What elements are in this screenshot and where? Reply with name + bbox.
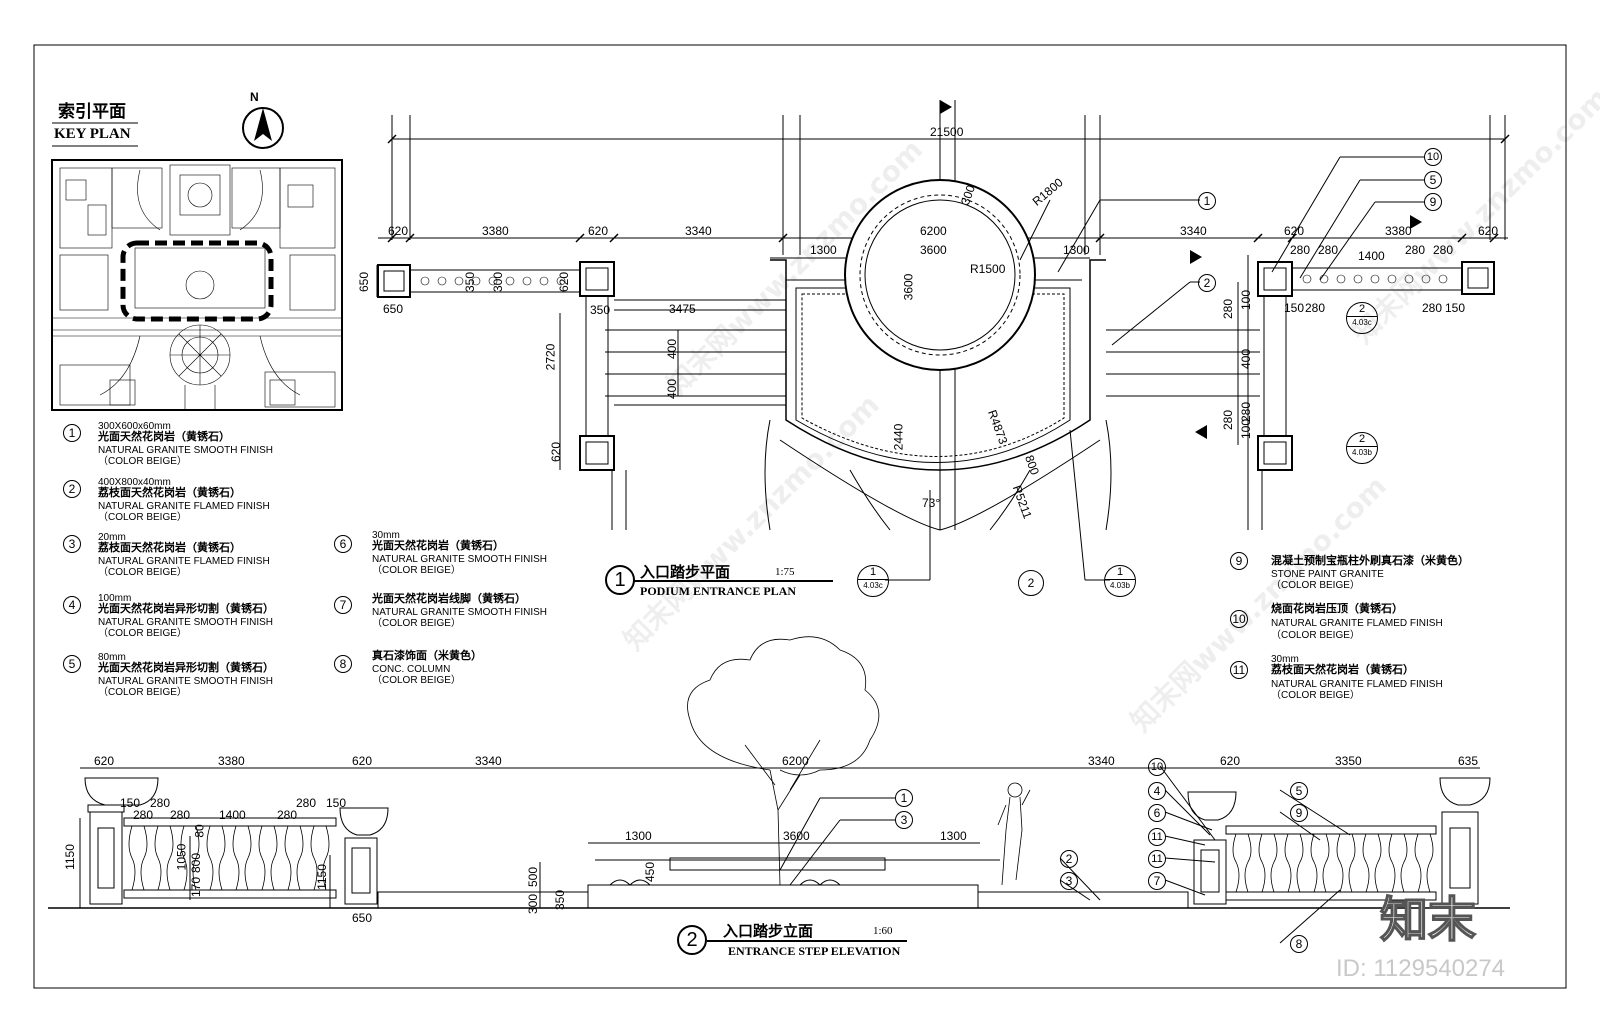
plan-callout: 10	[1424, 148, 1442, 166]
elev-callout: 3	[895, 811, 913, 829]
watermark-layer: 知末网www.znzmo.com 知末网www.znzmo.com 知末网www…	[617, 81, 1600, 738]
north-label: N	[250, 90, 259, 104]
watermark-logo: 知末	[1379, 891, 1477, 949]
section-ref-bubble: 1 4.03c	[857, 565, 889, 597]
elev-callout: 9	[1290, 804, 1308, 822]
section-ref-bubble: 2 4.03c	[1346, 302, 1378, 334]
elev-callout: 6	[1148, 804, 1166, 822]
elev-callout: 8	[1290, 935, 1308, 953]
elev-callout: 3	[1060, 872, 1078, 890]
key-plan	[51, 107, 343, 411]
elev-callout: 5	[1290, 782, 1308, 800]
plan-callout: 9	[1424, 193, 1442, 211]
elev-callout: 10	[1148, 758, 1166, 776]
section-ref-bubble: 2 4.03b	[1346, 432, 1378, 464]
svg-text:知末网www.znzmo.com: 知末网www.znzmo.com	[1346, 81, 1600, 350]
section-marker-2: 2	[1018, 570, 1044, 596]
key-plan-title-cn: 索引平面	[58, 102, 126, 122]
elev-callout: 11	[1148, 850, 1166, 868]
elev-callout: 4	[1148, 782, 1166, 800]
plan-callout: 1	[1198, 192, 1216, 210]
key-plan-highlight	[120, 240, 274, 322]
elev-callout: 2	[1060, 850, 1078, 868]
elev-callout: 11	[1148, 828, 1166, 846]
elev-callout: 7	[1148, 872, 1166, 890]
entrance-step-elevation	[48, 636, 1510, 944]
dim-ticks	[387, 134, 1510, 243]
key-plan-title-en: KEY PLAN	[54, 126, 131, 142]
elev-callout: 1	[895, 789, 913, 807]
section-ref-bubble: 1 4.03b	[1104, 565, 1136, 597]
sheet-frame	[33, 44, 1567, 989]
north-arrow-icon	[242, 107, 284, 149]
section-markers	[940, 100, 1422, 439]
svg-text:知末网www.znzmo.com: 知末网www.znzmo.com	[617, 388, 886, 657]
podium-entrance-plan	[376, 100, 1508, 581]
watermark-id: ID: 1129540274	[1336, 955, 1506, 982]
plan-callout: 5	[1424, 171, 1442, 189]
plan-callout: 2	[1198, 274, 1216, 292]
key-plan-map	[51, 159, 343, 411]
